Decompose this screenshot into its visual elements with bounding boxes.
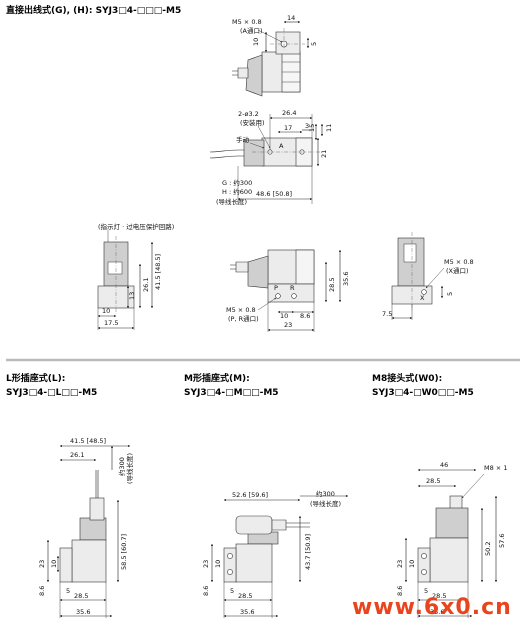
front-manual: 手动 [236,135,250,144]
center-dim-35-6: 35.6 [342,272,350,286]
m-type-view: 52.6 [59.6] 约300 (导线长度) 43.7 [50.9] 23 1… [202,489,349,618]
m-dim-23: 23 [202,560,210,568]
right-view: X M5 × 0.8 (X通口) 5 7.5 [382,232,474,320]
center-dim-10: 10 [280,312,288,320]
w0-dim-5: 5 [424,587,428,595]
center-port-pr-sub: (P, R通口) [228,314,259,323]
front-lead-g: G : 约300 [222,178,252,187]
center-dim-23: 23 [284,321,292,329]
l-dim-26-1: 26.1 [70,451,84,459]
l-type-view: 41.5 [48.5] 26.1 约300 (导线长度) 58.5 [60.7]… [38,437,134,618]
l-dim-8-6: 8.6 [38,586,46,596]
side-dim-26-1: 26.1 [142,278,150,292]
w0-dim-28-5: 28.5 [426,477,440,485]
w0-dim-28-5b: 28.5 [432,592,446,600]
front-port-a: A [279,142,284,150]
watermark: www.6x0.cn [352,595,512,620]
side-view: (指示灯 · 过电压保护回路) 41.5 [48.5] 26.1 13 10 1… [97,222,174,330]
l-dim-58-5: 58.5 [60.7] [120,534,128,570]
w0-dim-35-6: 35.6 [430,608,444,616]
front-mount-sub: (安装用) [240,118,265,127]
center-port-pr: M5 × 0.8 [226,306,256,314]
side-indicator: (指示灯 · 过电压保护回路) [98,222,174,231]
top-dim-10: 10 [252,38,260,46]
m-dim-10: 10 [214,560,222,568]
front-dim-17: 17 [284,124,292,132]
side-dim-10: 10 [102,307,110,315]
front-dim-11: 11 [325,124,333,132]
center-label-p: P [274,284,278,292]
l-dim-35-6: 35.6 [76,608,90,616]
title-l-line2: SYJ3□4-□L□□-M5 [6,388,97,398]
side-dim-41-5: 41.5 [48.5] [154,254,162,290]
right-label-x: X [420,294,425,302]
w0-type-view: 46 M8 × 1 28.5 50.2 57.6 23 10 8.6 5 28.… [396,461,507,618]
title-w0-line1: M8接头式(W0): [372,372,442,384]
l-lead-note: (导线长度) [125,453,134,484]
right-dim-5: 5 [446,292,454,296]
l-dim-23: 23 [38,560,46,568]
w0-dim-46: 46 [440,461,448,469]
m-lead: 约300 [316,489,335,498]
m-dim-43-7: 43.7 [50.9] [304,534,312,570]
l-dim-5: 5 [66,587,70,595]
front-view: A 2-ø3.2 (安装用) 26.4 17 3 手动 21 11 15 G :… [209,109,333,206]
top-dim-5: 5 [310,42,318,46]
right-dim-7-5: 7.5 [382,310,392,318]
l-dim-10: 10 [50,560,58,568]
w0-dim-8-6: 8.6 [396,586,404,596]
side-dim-17-5: 17.5 [104,319,118,327]
title-m-line1: M形插座式(M): [184,372,250,384]
center-dim-8-6: 8.6 [300,312,310,320]
front-lead-note: (导线长度) [216,197,247,206]
m-dim-8-6: 8.6 [202,586,210,596]
front-dim-3: 3 [305,122,309,130]
title-m-line2: SYJ3□4-□M□□-M5 [184,388,279,398]
right-port-x: M5 × 0.8 [444,258,474,266]
w0-conn: M8 × 1 [484,464,507,472]
m-dim-35-6: 35.6 [240,608,254,616]
title-l-line1: L形插座式(L): [6,372,65,384]
m-dim-52-6: 52.6 [59.6] [232,491,268,499]
w0-dim-10: 10 [408,560,416,568]
l-lead: 约300 [117,457,126,476]
top-port-sub: (A通口) [240,26,263,35]
top-port-label: M5 × 0.8 [232,18,262,26]
side-dim-13: 13 [128,292,136,300]
top-dim-14: 14 [287,14,295,22]
w0-dim-57-6: 57.6 [498,534,506,548]
center-view: P R 35.6 28.5 M5 × 0.8 (P, R通口) 10 8.6 2… [226,249,350,332]
l-dim-28-5: 28.5 [74,592,88,600]
l-dim-41-5: 41.5 [48.5] [70,437,106,445]
front-dim-26-4: 26.4 [282,109,296,117]
right-port-x-sub: (X通口) [446,266,469,275]
m-dim-5: 5 [230,587,234,595]
title-w0-line2: SYJ3□4-□W0□□-M5 [372,388,474,398]
m-lead-note: (导线长度) [310,499,341,508]
front-dim-48-6: 48.6 [50.8] [256,190,292,198]
w0-dim-50-2: 50.2 [484,542,492,556]
top-view: M5 × 0.8 (A通口) 14 10 5 [232,14,318,97]
m-dim-28-5: 28.5 [238,592,252,600]
front-dim-15: 15 [308,124,316,132]
center-label-r: R [290,284,295,292]
center-dim-28-5: 28.5 [328,278,336,292]
title-g-h: 直接出线式(G), (H): SYJ3□4-□□□-M5 [6,4,181,16]
front-lead-h: H : 约600 [222,187,252,196]
front-mount-hole: 2-ø3.2 [238,110,259,118]
front-dim-21: 21 [320,150,328,158]
w0-dim-23: 23 [396,560,404,568]
